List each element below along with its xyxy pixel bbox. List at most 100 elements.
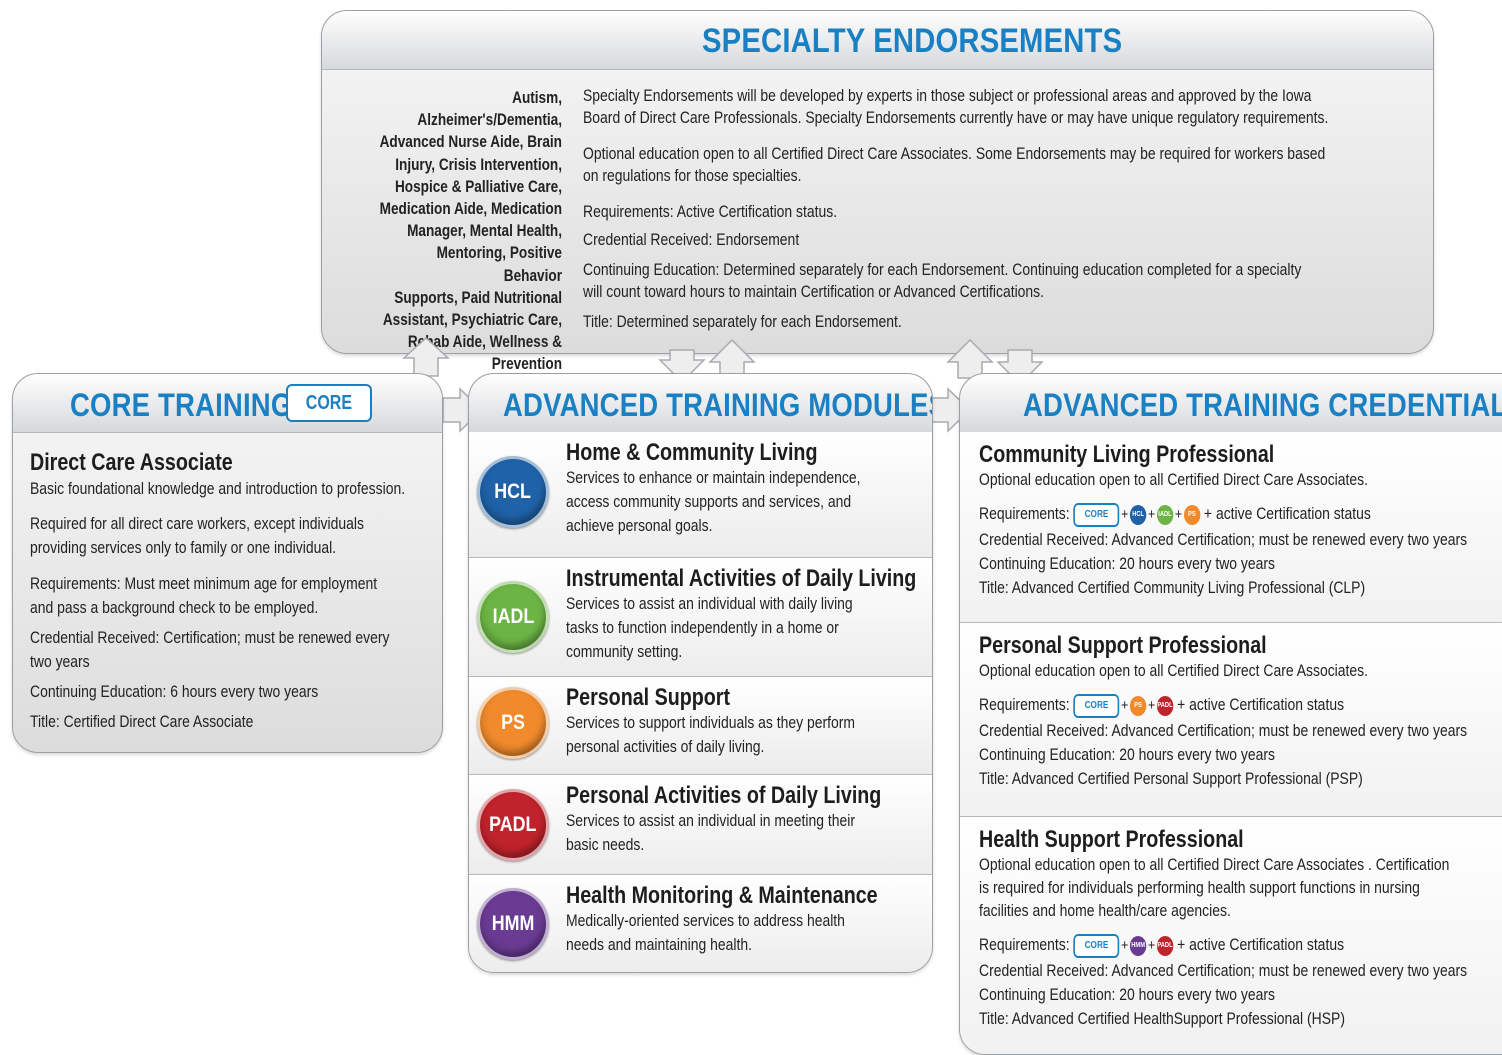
requirements-label: Requirements: (979, 504, 1074, 523)
module-name: Home & Community Living (566, 439, 818, 466)
specialty-credential: Credential Received: Endorsement (583, 230, 800, 249)
requirements-label: Requirements: (979, 695, 1074, 714)
credential-requirements: Requirements: CORE+PS+PADL + active Cert… (979, 692, 1467, 719)
core-line-5: and pass a background check to be employ… (30, 598, 319, 617)
modules-panel: ADVANCED TRAINING MODULES HCL Home & Comm… (468, 373, 933, 973)
module-badge-hmm: HMM (477, 888, 549, 960)
specialty-list-item: Mentoring, Positive Behavior (436, 243, 562, 285)
specialty-list-item: Supports, Paid Nutritional (394, 287, 562, 307)
module-row-iadl: IADL Instrumental Activities of Daily Liv… (469, 557, 932, 677)
core-chip: CORE (1073, 502, 1120, 527)
specialty-p2a: Optional education open to all Certified… (583, 144, 1326, 163)
core-chip: CORE (1073, 933, 1120, 958)
credentials-header: ADVANCED TRAINING CREDENTIALS (960, 374, 1502, 433)
chip-iadl: IADL (1156, 504, 1174, 525)
core-chip: CORE (1073, 693, 1120, 718)
specialty-p2b: on regulations for those specialties. (583, 166, 802, 185)
specialty-requirements: Requirements: Active Certification statu… (583, 202, 838, 221)
core-badge: CORE (286, 384, 372, 422)
module-desc-line: achieve personal goals. (566, 516, 713, 535)
chip-hcl: HCL (1129, 504, 1147, 525)
specialty-list-item: Assistant, Psychiatric Care, (382, 310, 562, 330)
chip-hmm: HMM (1129, 935, 1147, 956)
credential-ce: Continuing Education: 20 hours every two… (979, 984, 1276, 1004)
specialty-p1b: Board of Direct Care Professionals. Spec… (583, 108, 1329, 127)
specialty-list-item: Advanced Nurse Aide, Brain (379, 132, 562, 152)
modules-header: ADVANCED TRAINING MODULES (469, 374, 932, 433)
specialty-list-item: Injury, Crisis Intervention, (395, 154, 562, 174)
core-panel: CORE TRAINING CORE Direct Care Associate… (12, 373, 443, 753)
module-badge-label: HCL (494, 480, 532, 503)
core-line-6: Credential Received: Certification; must… (30, 628, 390, 647)
specialty-list-item: Medication Aide, Medication (379, 199, 562, 219)
specialty-ce-b: will count toward hours to maintain Cert… (583, 282, 1045, 301)
requirements-label: Requirements: (979, 935, 1074, 954)
specialty-title: SPECIALTY ENDORSEMENTS (702, 22, 1123, 60)
core-line-3: providing services only to family or one… (30, 538, 337, 557)
requirements-tail: + active Certification status (1203, 504, 1371, 523)
specialty-panel: SPECIALTY ENDORSEMENTS Autism, Alzheimer… (321, 10, 1434, 373)
module-name: Personal Support (566, 684, 731, 711)
plus-sign: + (1121, 936, 1129, 954)
credential-cred: Credential Received: Advanced Certificat… (979, 720, 1468, 740)
credential-title: Title: Advanced Certified Personal Suppo… (979, 768, 1363, 788)
module-desc-line: Services to assist an individual with da… (566, 594, 853, 613)
core-line-9: Title: Certified Direct Care Associate (30, 712, 254, 731)
specialty-text: Specialty Endorsements will be developed… (583, 85, 1492, 333)
credential-desc-line: Optional education open to all Certified… (979, 661, 1368, 680)
module-desc-line: tasks to function independently in a hom… (566, 618, 839, 637)
specialty-ce-a: Continuing Education: Determined separat… (583, 260, 1302, 279)
plus-sign: + (1121, 696, 1129, 714)
credential-requirements: Requirements: CORE+HCL+IADL+PS + active … (979, 501, 1467, 528)
modules-title: ADVANCED TRAINING MODULES (503, 387, 933, 423)
specialty-header: SPECIALTY ENDORSEMENTS (322, 11, 1433, 70)
specialty-list-item: Hospice & Palliative Care, (394, 176, 562, 196)
module-desc-line: basic needs. (566, 835, 645, 854)
core-title: CORE TRAINING (70, 387, 293, 423)
specialty-list-item: Prevention (491, 354, 562, 374)
credential-name: Health Support Professional (979, 826, 1244, 853)
module-badge-label: HMM (491, 912, 535, 935)
requirements-tail: + active Certification status (1177, 695, 1345, 714)
specialty-title-line: Title: Determined separately for each En… (583, 312, 902, 331)
core-heading: Direct Care Associate (30, 449, 233, 476)
module-desc-line: Services to assist an individual in meet… (566, 811, 856, 830)
plus-sign: + (1121, 505, 1129, 523)
requirements-tail: + active Certification status (1177, 935, 1345, 954)
module-badge-iadl: IADL (477, 581, 549, 653)
core-line-4: Requirements: Must meet minimum age for … (30, 574, 378, 593)
plus-sign: + (1174, 505, 1183, 523)
module-desc-line: Medically-oriented services to address h… (566, 911, 845, 930)
core-line-2: Required for all direct care workers, ex… (30, 514, 364, 533)
credential-cred: Credential Received: Advanced Certificat… (979, 960, 1468, 980)
chip-ps: PS (1129, 695, 1147, 716)
core-badge-label: CORE (305, 392, 353, 414)
plus-sign: + (1147, 696, 1156, 714)
module-badge-label: IADL (492, 605, 534, 628)
specialty-list: Autism, Alzheimer's/Dementia,Advanced Nu… (332, 87, 562, 376)
chip-padl: PADL (1156, 695, 1174, 716)
module-desc-line: needs and maintaining health. (566, 935, 753, 954)
plus-sign: + (1147, 505, 1156, 523)
module-badge-hcl: HCL (477, 456, 549, 528)
chip-ps: PS (1183, 504, 1201, 525)
module-name: Instrumental Activities of Daily Living (566, 565, 917, 592)
plus-sign: + (1147, 936, 1156, 954)
specialty-p1a: Specialty Endorsements will be developed… (583, 86, 1312, 105)
credential-ce: Continuing Education: 20 hours every two… (979, 744, 1276, 764)
module-desc-line: Services to support individuals as they … (566, 713, 856, 732)
credential-desc-line: Optional education open to all Certified… (979, 855, 1450, 874)
module-badge-label: PADL (489, 813, 537, 836)
core-line-7: two years (30, 652, 90, 671)
core-body: Direct Care Associate Basic foundational… (30, 450, 487, 734)
core-header: CORE TRAINING CORE (13, 374, 442, 433)
module-desc-line: access community supports and services, … (566, 492, 852, 511)
credential-ce: Continuing Education: 20 hours every two… (979, 553, 1276, 573)
chip-padl: PADL (1156, 935, 1174, 956)
core-line-1: Basic foundational knowledge and introdu… (30, 479, 406, 498)
